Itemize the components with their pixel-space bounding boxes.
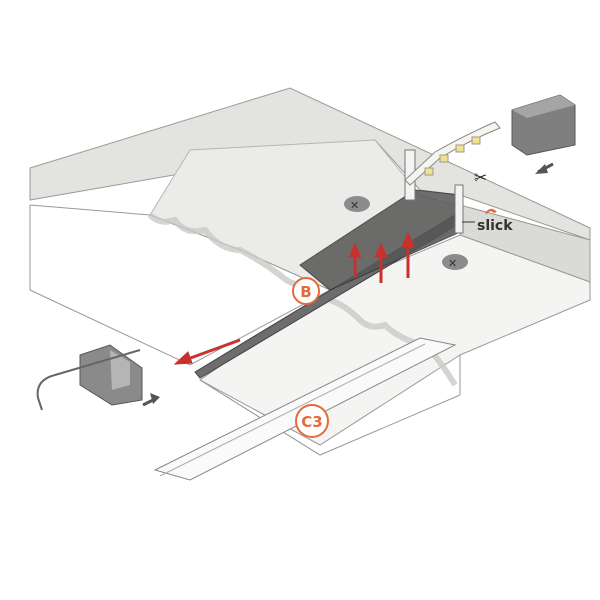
arrow-right-icon xyxy=(142,393,160,407)
slick-logo-mark xyxy=(485,208,497,214)
step-label-b: B xyxy=(300,283,311,301)
svg-text:✕: ✕ xyxy=(448,257,457,270)
step-badge-c3: C3 xyxy=(295,404,329,438)
step-badge-b: B xyxy=(292,277,320,305)
drywall-board-front xyxy=(199,354,461,456)
step-label-c3: C3 xyxy=(301,413,322,431)
slide-arrow xyxy=(173,338,241,365)
screw-icon: ✕ xyxy=(442,254,468,270)
power-cable xyxy=(36,349,141,411)
slick-logo-text: slick xyxy=(477,218,513,234)
plaster-texture xyxy=(147,212,316,293)
svg-text:✕: ✕ xyxy=(350,199,359,212)
profile-end-wall-right xyxy=(454,184,464,234)
end-cap-bottom-left xyxy=(79,344,143,406)
diffuser-edge xyxy=(159,343,426,477)
scissors-icon: ✂ xyxy=(474,168,487,187)
arrow-left-icon xyxy=(535,162,554,174)
end-cap-top-right xyxy=(511,94,576,156)
push-up-arrows xyxy=(348,231,415,283)
screw-icon: ✕ xyxy=(344,196,370,212)
led-chips xyxy=(424,136,481,176)
